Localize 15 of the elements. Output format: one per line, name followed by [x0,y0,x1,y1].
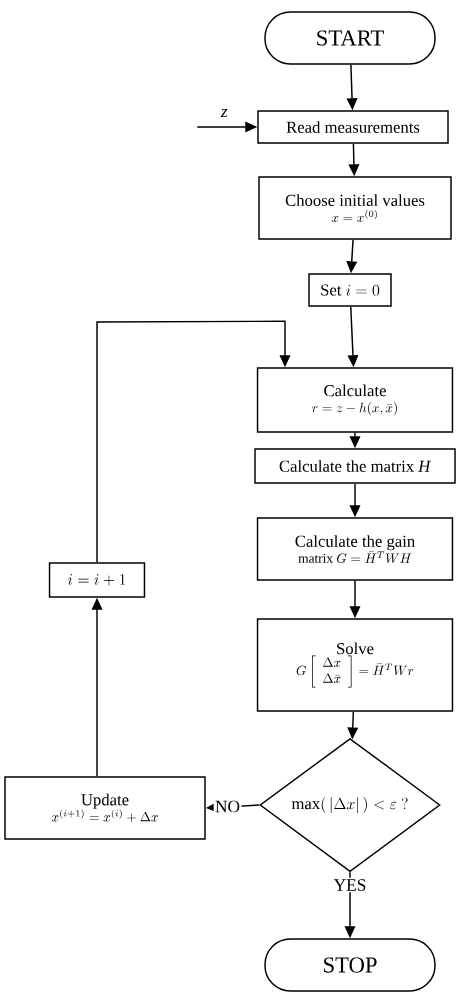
process-box: Calculate the gain $\mathrm{matrix}\ G = \bar{H}^{T}WH$ [256,517,454,581]
stop-terminal: STOP [264,938,436,992]
edge-label: NO [213,799,242,814]
process-box: Choose initial values $x = x^{(0)}$ [258,176,452,240]
process-box: Calculate the matrix H [254,448,456,484]
edge-label: YES [332,877,368,893]
process-box: $\mathrm{Set}\ i = 0$ [308,273,392,307]
edge-label: z [220,109,228,117]
process-box: Read measurements [257,110,449,144]
process-box: $i = i + 1$ [48,562,146,598]
process-box: Calculate $r = z - h(x,\bar{x})$ [256,367,454,433]
process-box: Update $x^{(i+1)} = x^{(i)} + \Delta x$ [4,776,206,840]
start-terminal: START [264,11,436,65]
arrow [96,320,291,563]
process-box: Solve $G\left[\begin{array}{c}\Delta x\\ \Delta\bar{x}\end{array}\right] = \bar{H}^{T}Wr$ [256,618,454,712]
